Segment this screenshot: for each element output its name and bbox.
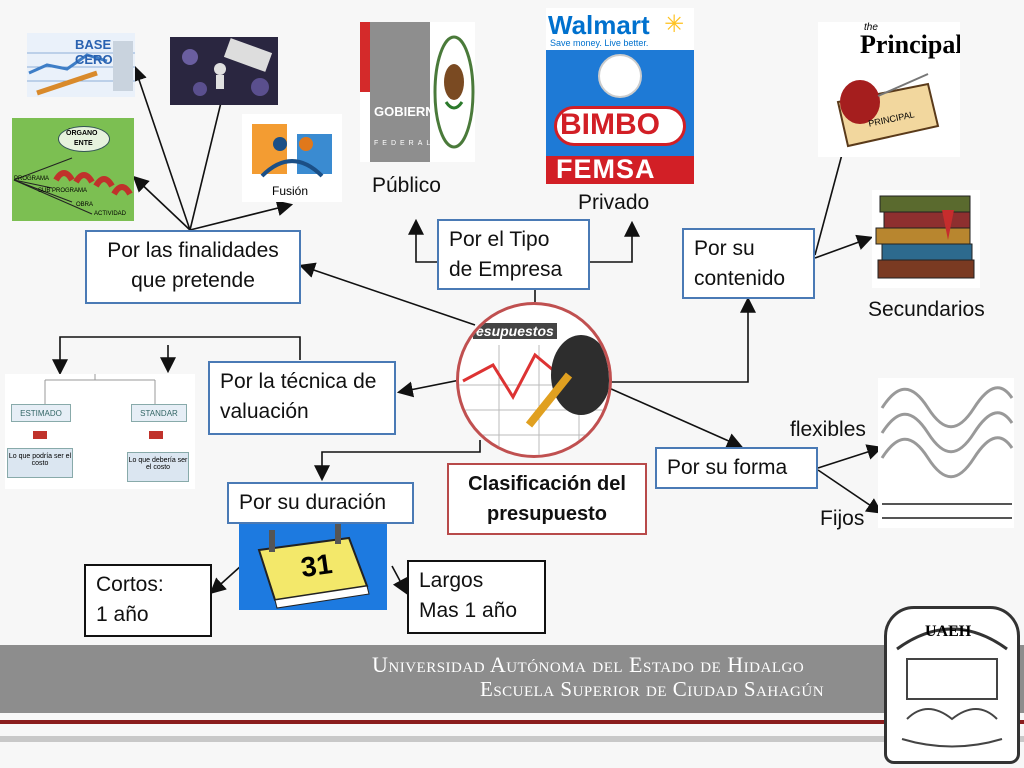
tecnica-label: Por la técnica de valuación [220,370,377,423]
central-title-box: Clasificación del presupuesto [447,463,647,535]
cortos-box: Cortos: 1 año [84,564,212,637]
bimbo-logo: BIMBO [560,108,660,141]
principal-book-image: the Principal PRINCIPAL [818,22,960,157]
fusion-image: Fusión [242,114,342,202]
responsibility-image [170,37,278,105]
walmart-logo: Walmart [548,10,650,40]
podria-label: Lo que podría ser el costo [7,448,73,478]
org-ente: ENTE [74,140,93,147]
contenido-box: Por su contenido [682,228,815,299]
walmart-tagline: Save money. Live better. [550,38,649,48]
fijos-label: Fijos [820,507,865,530]
publico-label: Público [372,174,441,197]
uaeh-seal-logo: UAEH [884,606,1020,764]
org-chart-image: ÓRGANO ENTE PROGRAMA SUB PROGRAMA OBRA A… [12,118,134,221]
org-programa: PROGRAMA [14,176,50,182]
largos-box: Largos Mas 1 año [407,560,546,634]
footer-red-line [0,720,1024,724]
center-image-text: esupuestos [473,323,557,339]
cortos-line1: Cortos: [96,573,164,596]
secundarios-label: Secundarios [868,298,985,321]
tipo-empresa-label: Por el Tipo de Empresa [449,228,563,281]
books-stack-image [872,190,980,288]
principal-title: Principal [860,30,960,59]
forma-box: Por su forma [655,447,818,489]
seal-text: UAEH [925,623,972,640]
forma-label: Por su forma [667,456,788,479]
school-name: Escuela Superior de Ciudad Sahagún [480,677,825,701]
walmart-spark-icon: ✳ [664,11,685,38]
femsa-logo: FEMSA [556,154,656,184]
finalidades-box: Por las finalidades que pretende [85,230,301,304]
calendar-image: 31 [239,520,387,610]
finalidades-label: Por las finalidades que pretende [107,239,279,292]
gobierno-federal-image: GOBIERNO FEDERAL [360,22,475,162]
base-cero-label: BASE CERO [75,37,113,67]
largos-line2: Mas 1 año [419,599,518,622]
duracion-box: Por su duración [227,482,414,524]
university-name: Universidad Autónoma del Estado de Hidal… [372,652,805,677]
base-cero-image: BASE CERO [27,33,135,97]
org-organo: ÓRGANO [66,130,98,137]
largos-line1: Largos [419,569,484,592]
org-obra: OBRA [76,202,94,208]
fusion-label: Fusión [272,184,309,198]
privado-label: Privado [578,191,650,214]
private-companies-image: Walmart ✳ Save money. Live better. BIMBO… [546,8,694,184]
flexibles-label: flexibles [790,418,866,441]
tecnica-box: Por la técnica de valuación [208,361,396,435]
federal-text: FEDERAL [374,140,435,147]
gobierno-text: GOBIERNO [374,104,445,119]
contenido-label: Por su contenido [694,237,786,290]
calendar-day: 31 [298,547,335,584]
principal-small: the [864,22,878,33]
estimado-label: ESTIMADO [11,404,71,422]
deberia-label: Lo que debería ser el costo [127,452,189,482]
central-title: Clasificación del presupuesto [468,473,626,525]
center-presupuesto-image: esupuestos [456,302,612,458]
costing-diagram-image: ESTIMADO STANDAR Lo que podría ser el co… [5,374,195,489]
footer-gray-line [0,736,1024,742]
cortos-line2: 1 año [96,603,149,626]
duracion-label: Por su duración [239,491,387,514]
standar-label: STANDAR [131,404,187,422]
org-subprograma: SUB PROGRAMA [38,188,88,194]
waves-image [878,378,1014,528]
tipo-empresa-box: Por el Tipo de Empresa [437,219,590,290]
footer-bar [0,645,1024,713]
org-actividad: ACTIVIDAD [94,211,127,217]
